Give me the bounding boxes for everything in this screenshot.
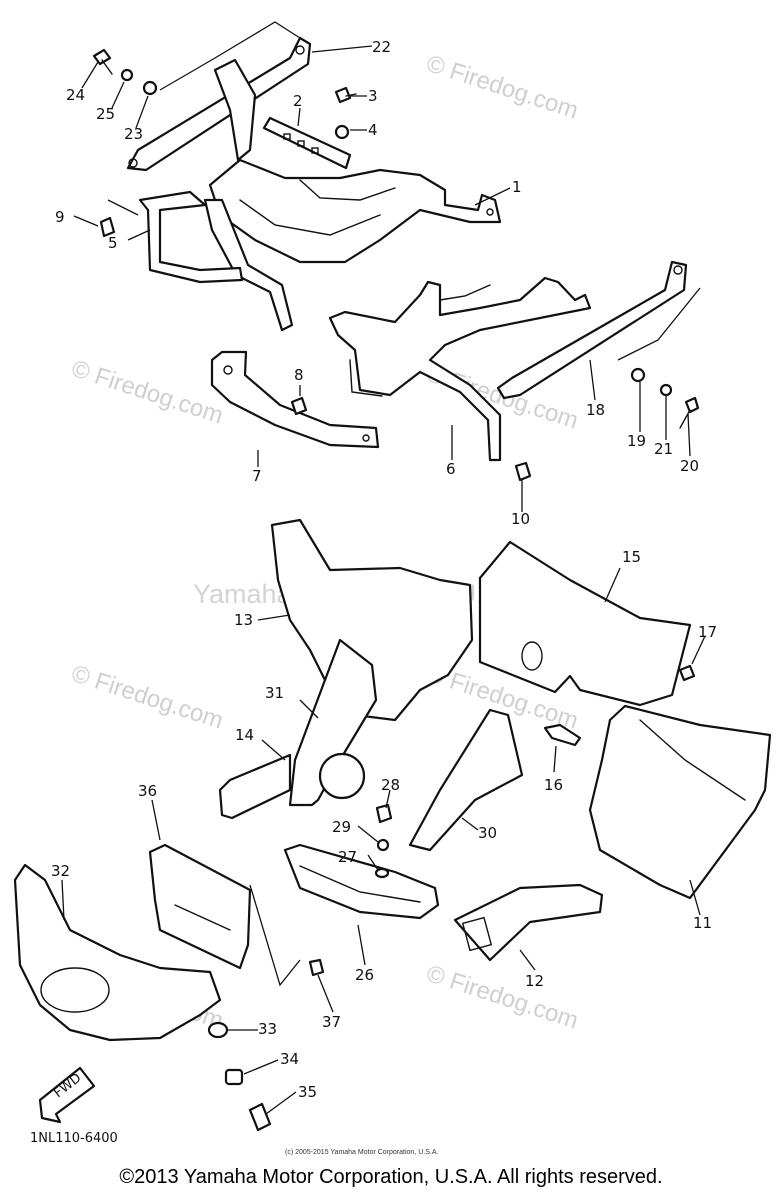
part-30-duct bbox=[408, 708, 524, 852]
callout-25: 25 bbox=[96, 105, 115, 123]
callout-24: 24 bbox=[66, 86, 85, 104]
callout-37: 37 bbox=[322, 1013, 341, 1031]
watermark-firedog: © Firedog.com bbox=[68, 355, 226, 429]
callout-7: 7 bbox=[252, 467, 262, 485]
part-32-cowl bbox=[13, 863, 222, 1042]
part-6-bracket bbox=[328, 276, 592, 462]
part-code: 1NL110-6400 bbox=[30, 1131, 118, 1146]
part-14-duct bbox=[218, 753, 292, 820]
callout-19: 19 bbox=[627, 432, 646, 450]
callout-32: 32 bbox=[51, 862, 70, 880]
callout-9: 9 bbox=[55, 208, 65, 226]
small-print: (c) 2005-2015 Yamaha Motor Corporation, … bbox=[285, 1149, 438, 1156]
fasteners-bottom bbox=[207, 664, 696, 1132]
callout-20: 20 bbox=[680, 457, 699, 475]
callout-26: 26 bbox=[355, 966, 374, 984]
callout-23: 23 bbox=[124, 125, 143, 143]
callout-11: 11 bbox=[693, 914, 712, 932]
callout-22: 22 bbox=[372, 38, 391, 56]
callout-1: 1 bbox=[512, 178, 522, 196]
callout-10: 10 bbox=[511, 510, 530, 528]
callout-14: 14 bbox=[235, 726, 254, 744]
part-22-stay bbox=[126, 36, 312, 172]
callout-27: 27 bbox=[338, 848, 357, 866]
callout-5: 5 bbox=[108, 234, 118, 252]
part-2-plate bbox=[262, 116, 352, 170]
fwd-arrow-icon: FWD bbox=[38, 1066, 96, 1124]
watermark-firedog: © Firedog.com bbox=[423, 960, 581, 1034]
callouts: 1 2 3 4 5 6 7 8 9 10 11 12 13 14 15 16 1… bbox=[51, 38, 717, 1101]
callout-15: 15 bbox=[622, 548, 641, 566]
part-13-cover bbox=[270, 518, 474, 722]
part-26-duct bbox=[283, 843, 440, 920]
part-1-stays bbox=[203, 58, 294, 332]
part-11-duct bbox=[588, 704, 772, 900]
callout-31: 31 bbox=[265, 684, 284, 702]
part-7-arm bbox=[210, 350, 380, 449]
copyright-notice: ©2013 Yamaha Motor Corporation, U.S.A. A… bbox=[119, 1166, 663, 1188]
callout-34: 34 bbox=[280, 1050, 299, 1068]
callout-2: 2 bbox=[293, 92, 303, 110]
callout-3: 3 bbox=[368, 87, 378, 105]
part-18-stay bbox=[496, 260, 688, 400]
part-12-scoop bbox=[453, 883, 604, 962]
callout-30: 30 bbox=[478, 824, 497, 842]
callout-18: 18 bbox=[586, 401, 605, 419]
leader-lines bbox=[61, 21, 706, 1115]
fasteners-top bbox=[92, 48, 700, 482]
callout-17: 17 bbox=[698, 623, 717, 641]
callout-35: 35 bbox=[298, 1083, 317, 1101]
callout-28: 28 bbox=[381, 776, 400, 794]
part-31-duct bbox=[288, 638, 378, 807]
watermark-firedog: © Firedog.com bbox=[68, 660, 226, 734]
part-5-side-bracket bbox=[138, 190, 244, 284]
part-16-clamp bbox=[543, 723, 582, 747]
callout-29: 29 bbox=[332, 818, 351, 836]
callout-36: 36 bbox=[138, 782, 157, 800]
part-36-bracket bbox=[148, 843, 252, 970]
callout-16: 16 bbox=[544, 776, 563, 794]
callout-12: 12 bbox=[525, 972, 544, 990]
callout-21: 21 bbox=[654, 440, 673, 458]
callout-6: 6 bbox=[446, 460, 456, 478]
part-15-cover bbox=[478, 540, 692, 707]
callout-13: 13 bbox=[234, 611, 253, 629]
callout-33: 33 bbox=[258, 1020, 277, 1038]
part-1-main-bracket bbox=[208, 158, 502, 264]
callout-4: 4 bbox=[368, 121, 378, 139]
callout-8: 8 bbox=[294, 366, 304, 384]
watermark-firedog: © Firedog.com bbox=[423, 50, 581, 124]
